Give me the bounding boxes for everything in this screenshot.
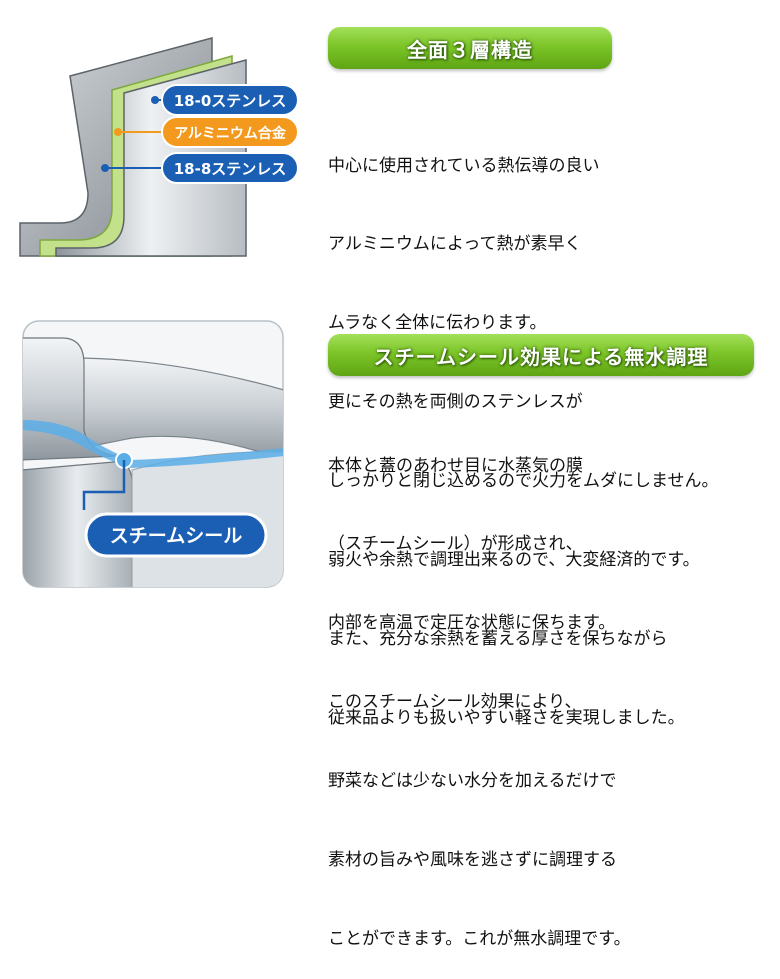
text-line: 本体と蓋のあわせ目に水蒸気の膜 (328, 455, 583, 476)
three-layer-diagram: 18-0ステンレス アルミニウム合金 18-8ステンレス (0, 18, 310, 278)
text-line: 中心に使用されている熱伝導の良い (328, 155, 600, 176)
heading-steam-seal: スチームシール効果による無水調理 (328, 334, 754, 376)
heading-three-layer: 全面３層構造 (328, 27, 612, 69)
label-outer: 18-0ステンレス (174, 92, 287, 110)
text-line: 更にその熱を両側のステンレスが (328, 392, 583, 413)
label-middle: アルミニウム合金 (174, 125, 287, 142)
text-line: このスチームシール効果により、 (328, 692, 582, 713)
text-line: 野菜などは少ない水分を加えるだけで (328, 771, 617, 792)
steam-seal-label-bg (84, 512, 268, 558)
label-inner: 18-8ステンレス (174, 160, 287, 178)
steam-seal-label: スチームシール (110, 525, 242, 547)
label-outer-bg (161, 84, 299, 116)
label-middle-bg (161, 116, 299, 148)
text-line: アルミニウムによって熱が素早く (328, 234, 582, 255)
heading-steam-seal-text: スチームシール効果による無水調理 (373, 344, 709, 369)
text-line: 弱火や余熱で調理出来るので、大変経済的です。 (328, 550, 700, 571)
text-line: ことができます。これが無水調理です。 (328, 928, 631, 949)
text-line: （スチームシール）が形成され、 (328, 534, 583, 555)
text-line: ムラなく全体に伝わります。 (328, 313, 547, 334)
heading-three-layer-text: 全面３層構造 (407, 37, 533, 62)
text-line: しっかりと閉じ込めるので火力をムダにしません。 (328, 471, 719, 492)
label-inner-bg (161, 152, 299, 184)
text-line: 素材の旨みや風味を逃さずに調理する (328, 850, 617, 871)
steam-seal-film (23, 420, 283, 468)
text-line: 内部を高温で定圧な状態に保ちます。 (328, 613, 616, 634)
steam-seal-description: 本体と蓋のあわせ目に水蒸気の膜 （スチームシール）が形成され、 内部を高温で定圧… (328, 400, 631, 979)
steam-seal-diagram: スチームシール (22, 320, 284, 588)
